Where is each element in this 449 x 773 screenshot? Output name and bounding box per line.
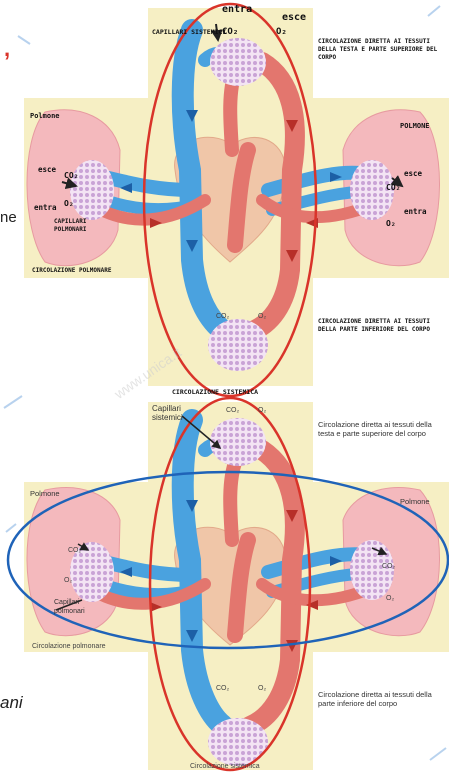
- bottom-label-circ-inferiore: Circolazione diretta ai tessuti della pa…: [318, 690, 438, 708]
- top-label-o2-upper: O₂: [276, 27, 287, 37]
- top-label-esce: esce: [282, 12, 306, 23]
- top-label-co2-upper: CO₂: [222, 27, 238, 37]
- edge-red-comma: ,: [4, 36, 10, 61]
- bottom-label-capillari-sistemici: Capillari sistemici: [152, 404, 196, 422]
- bottom-label-capillari-polmonari: Capillari polmonari: [54, 598, 110, 616]
- top-label-entra-right: entra: [404, 207, 427, 216]
- bottom-label-o2-left: O₂: [64, 577, 72, 584]
- top-label-entra: entra: [222, 4, 252, 15]
- bottom-label-circ-polmonare: Circolazione polmonare: [32, 643, 106, 650]
- bottom-label-o2-upper: O₂: [258, 407, 266, 414]
- top-diagram: entra esce CAPILLARI SISTEMICI CO₂ O₂ CI…: [24, 4, 449, 396]
- top-capillaries-systemic-upper: [210, 38, 266, 86]
- top-label-o2-left: O₂: [64, 199, 74, 208]
- edge-text-ne: ne: [0, 209, 17, 226]
- top-label-circ-testa: CIRCOLAZIONE DIRETTA AI TESSUTI DELLA TE…: [318, 38, 446, 62]
- top-capillari-line1: CAPILLARI SISTEMICI: [152, 28, 226, 36]
- top-label-entra-left: entra: [34, 203, 57, 212]
- top-label-co2-lower: CO₂: [216, 313, 230, 320]
- top-label-o2-lower: O₂: [258, 313, 266, 320]
- bottom-diagram: Capillari sistemici CO₂ O₂ Circolazione …: [8, 398, 449, 770]
- top-label-circ-polmonare: CIRCOLAZIONE POLMONARE: [32, 267, 112, 274]
- bottom-label-circ-testa: Circolazione diretta ai tessuti della te…: [318, 420, 443, 438]
- top-label-polmone-left: Polmone: [30, 112, 60, 120]
- bottom-label-polmone-right: Polmone: [400, 497, 430, 506]
- bottom-label-polmone-left: Polmone: [30, 489, 60, 498]
- top-capillaries-systemic-lower: [208, 319, 268, 371]
- top-label-capillari-polmonari: CAPILLARI POLMONARI: [54, 218, 114, 234]
- bottom-label-co2-left: CO₂: [68, 547, 82, 554]
- bottom-capillaries-pulmonary-right: [350, 540, 394, 600]
- top-label-capillari-sistemici: CAPILLARI SISTEMICI: [152, 28, 226, 36]
- top-label-co2-left: CO₂: [64, 171, 78, 180]
- top-label-circ-inferiore: CIRCOLAZIONE DIRETTA AI TESSUTI DELLA PA…: [318, 318, 438, 334]
- top-label-polmone-right: POLMONE: [400, 122, 430, 130]
- top-label-esce-left: esce: [38, 165, 57, 174]
- bottom-label-o2-right: O₂: [386, 595, 394, 602]
- bottom-label-co2-upper: CO₂: [226, 407, 240, 414]
- top-label-o2-right: O₂: [386, 219, 396, 228]
- top-label-esce-right: esce: [404, 169, 423, 178]
- bottom-label-o2-lower: O₂: [258, 685, 266, 692]
- top-label-co2-right: CO₂: [386, 183, 400, 192]
- bottom-label-co2-right: CO₂: [382, 563, 396, 570]
- edge-text-ani: ani: [0, 693, 24, 712]
- bottom-label-co2-lower: CO₂: [216, 685, 230, 692]
- top-label-circ-sistemica: CIRCOLAZIONE SISTEMICA: [172, 388, 258, 396]
- bottom-label-circ-sistemica: Circolazione sistemica: [190, 763, 260, 770]
- top-capillaries-pulmonary-left: [70, 160, 114, 220]
